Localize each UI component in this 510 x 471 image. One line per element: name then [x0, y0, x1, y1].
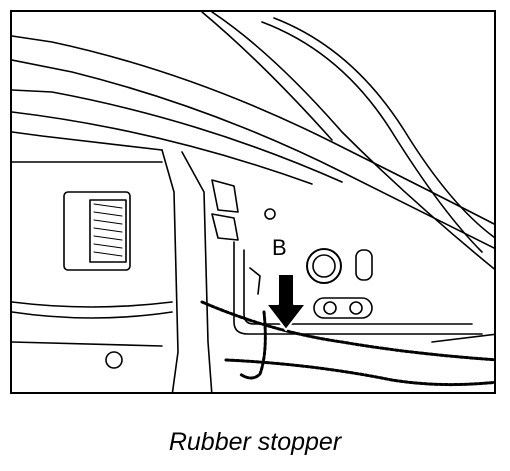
- vehicle-interior-line-drawing: [12, 12, 494, 392]
- rubber-stopper: [306, 248, 342, 284]
- glass-edge: [211, 12, 494, 270]
- trim-line: [12, 89, 343, 183]
- callout-label-b: B: [270, 235, 289, 260]
- door-bottom-inner: [12, 311, 173, 319]
- plate-hole-right: [349, 301, 363, 315]
- vent-grille: [89, 199, 127, 263]
- window-curve-outer: [273, 17, 494, 239]
- floor-line: [12, 341, 163, 347]
- panel-edge: [12, 131, 163, 151]
- rubber-stopper-core: [312, 254, 336, 278]
- plate-hole-left: [323, 301, 337, 315]
- roof-line: [12, 35, 494, 225]
- clip-upper: [211, 179, 239, 213]
- window-curve: [261, 21, 483, 253]
- hook: [249, 267, 261, 295]
- glass-edge-inner: [201, 12, 333, 141]
- door-hole: [105, 351, 123, 369]
- bracket-outline: [233, 241, 483, 335]
- roof-line-inner: [12, 59, 494, 249]
- pillar-edge-left: [161, 149, 179, 392]
- wire-loop: [238, 310, 267, 380]
- clip-lower: [211, 213, 239, 241]
- trim-line-lower: [12, 111, 313, 185]
- slot: [355, 249, 373, 281]
- vent-slats: [93, 203, 123, 257]
- wire-harness-lower: [224, 358, 494, 387]
- oval-plate: [313, 297, 373, 319]
- vent-housing: [63, 191, 131, 271]
- down-arrow-icon: [265, 273, 307, 331]
- small-hole: [264, 208, 276, 220]
- door-bottom: [12, 301, 173, 308]
- wire-harness: [200, 300, 494, 362]
- figure-caption: Rubber stopper: [168, 428, 342, 456]
- right-edge-line: [431, 333, 494, 343]
- illustration-frame: B: [10, 10, 496, 394]
- pillar-edge-right: [181, 151, 213, 392]
- bracket-inner: [243, 249, 473, 325]
